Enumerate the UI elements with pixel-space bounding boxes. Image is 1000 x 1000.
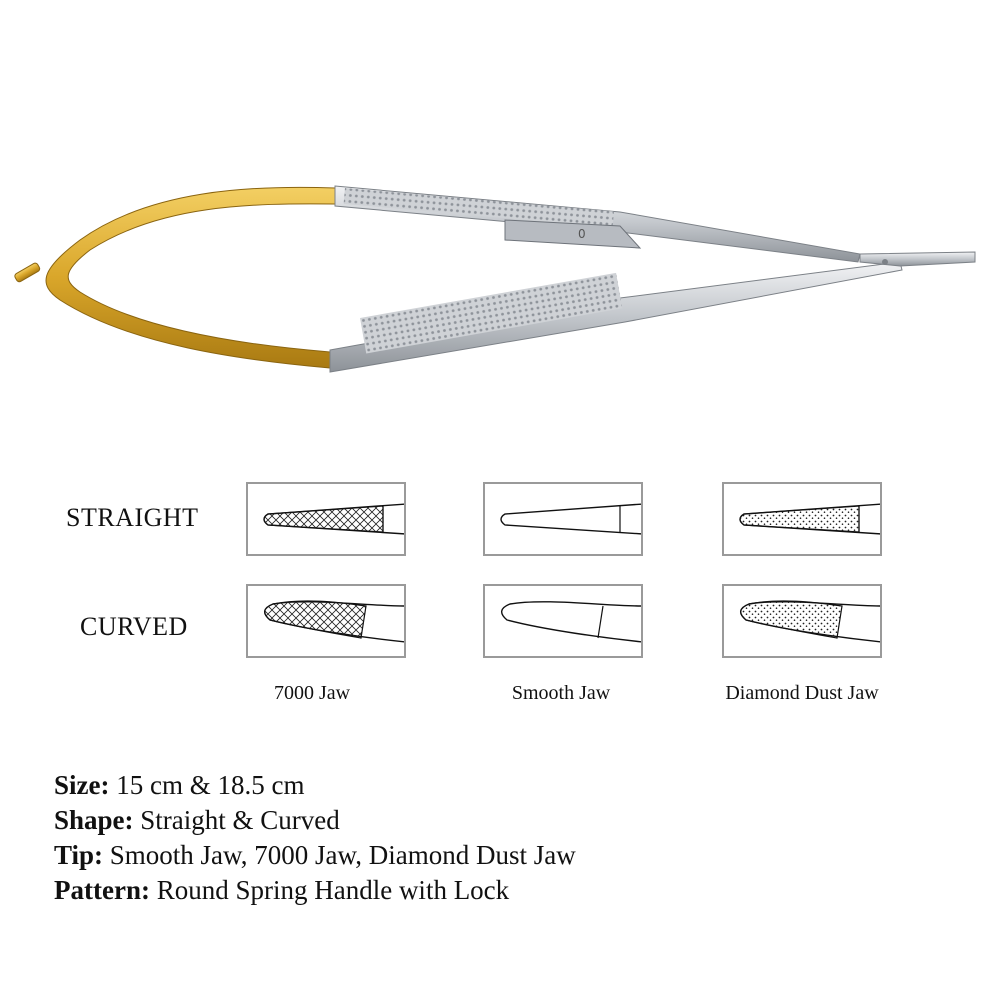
col-label-7000-jaw: 7000 Jaw bbox=[273, 682, 351, 704]
needle-holder-illustration: 0 bbox=[14, 185, 976, 373]
col-label-diamond-dust-jaw: Diamond Dust Jaw bbox=[725, 682, 879, 704]
jaw-diagram-curved-smooth bbox=[483, 584, 643, 658]
col-label-smooth-jaw: Smooth Jaw bbox=[511, 682, 611, 704]
svg-text:0: 0 bbox=[578, 227, 586, 241]
jaw-tip bbox=[859, 251, 976, 267]
jaw-diagram-straight-7000 bbox=[246, 482, 406, 556]
spec-pattern: Pattern: Round Spring Handle with Lock bbox=[54, 873, 576, 908]
spec-label: Size: bbox=[54, 770, 110, 800]
jaw-diagram-curved-7000 bbox=[246, 584, 406, 658]
spec-shape: Shape: Straight & Curved bbox=[54, 803, 576, 838]
spec-label: Tip: bbox=[54, 840, 104, 870]
jaw-diagram-curved-diamond bbox=[722, 584, 882, 658]
spec-value: Round Spring Handle with Lock bbox=[156, 875, 510, 905]
spec-tip: Tip: Smooth Jaw, 7000 Jaw, Diamond Dust … bbox=[54, 838, 576, 873]
spec-value: Straight & Curved bbox=[140, 805, 340, 835]
jaw-diagram-straight-smooth bbox=[483, 482, 643, 556]
spec-label: Pattern: bbox=[54, 875, 150, 905]
row-label-curved: CURVED bbox=[80, 612, 188, 641]
lock-mechanism bbox=[504, 219, 642, 249]
gold-spring-handle bbox=[45, 186, 336, 369]
jaw-diagram-straight-diamond bbox=[722, 482, 882, 556]
spec-value: 15 cm & 18.5 cm bbox=[116, 770, 305, 800]
spec-value: Smooth Jaw, 7000 Jaw, Diamond Dust Jaw bbox=[109, 840, 576, 870]
specs-list: Size: 15 cm & 18.5 cm Shape: Straight & … bbox=[54, 768, 576, 908]
spec-label: Shape: bbox=[54, 805, 134, 835]
row-label-straight: STRAIGHT bbox=[66, 503, 199, 532]
spec-size: Size: 15 cm & 18.5 cm bbox=[54, 768, 576, 803]
